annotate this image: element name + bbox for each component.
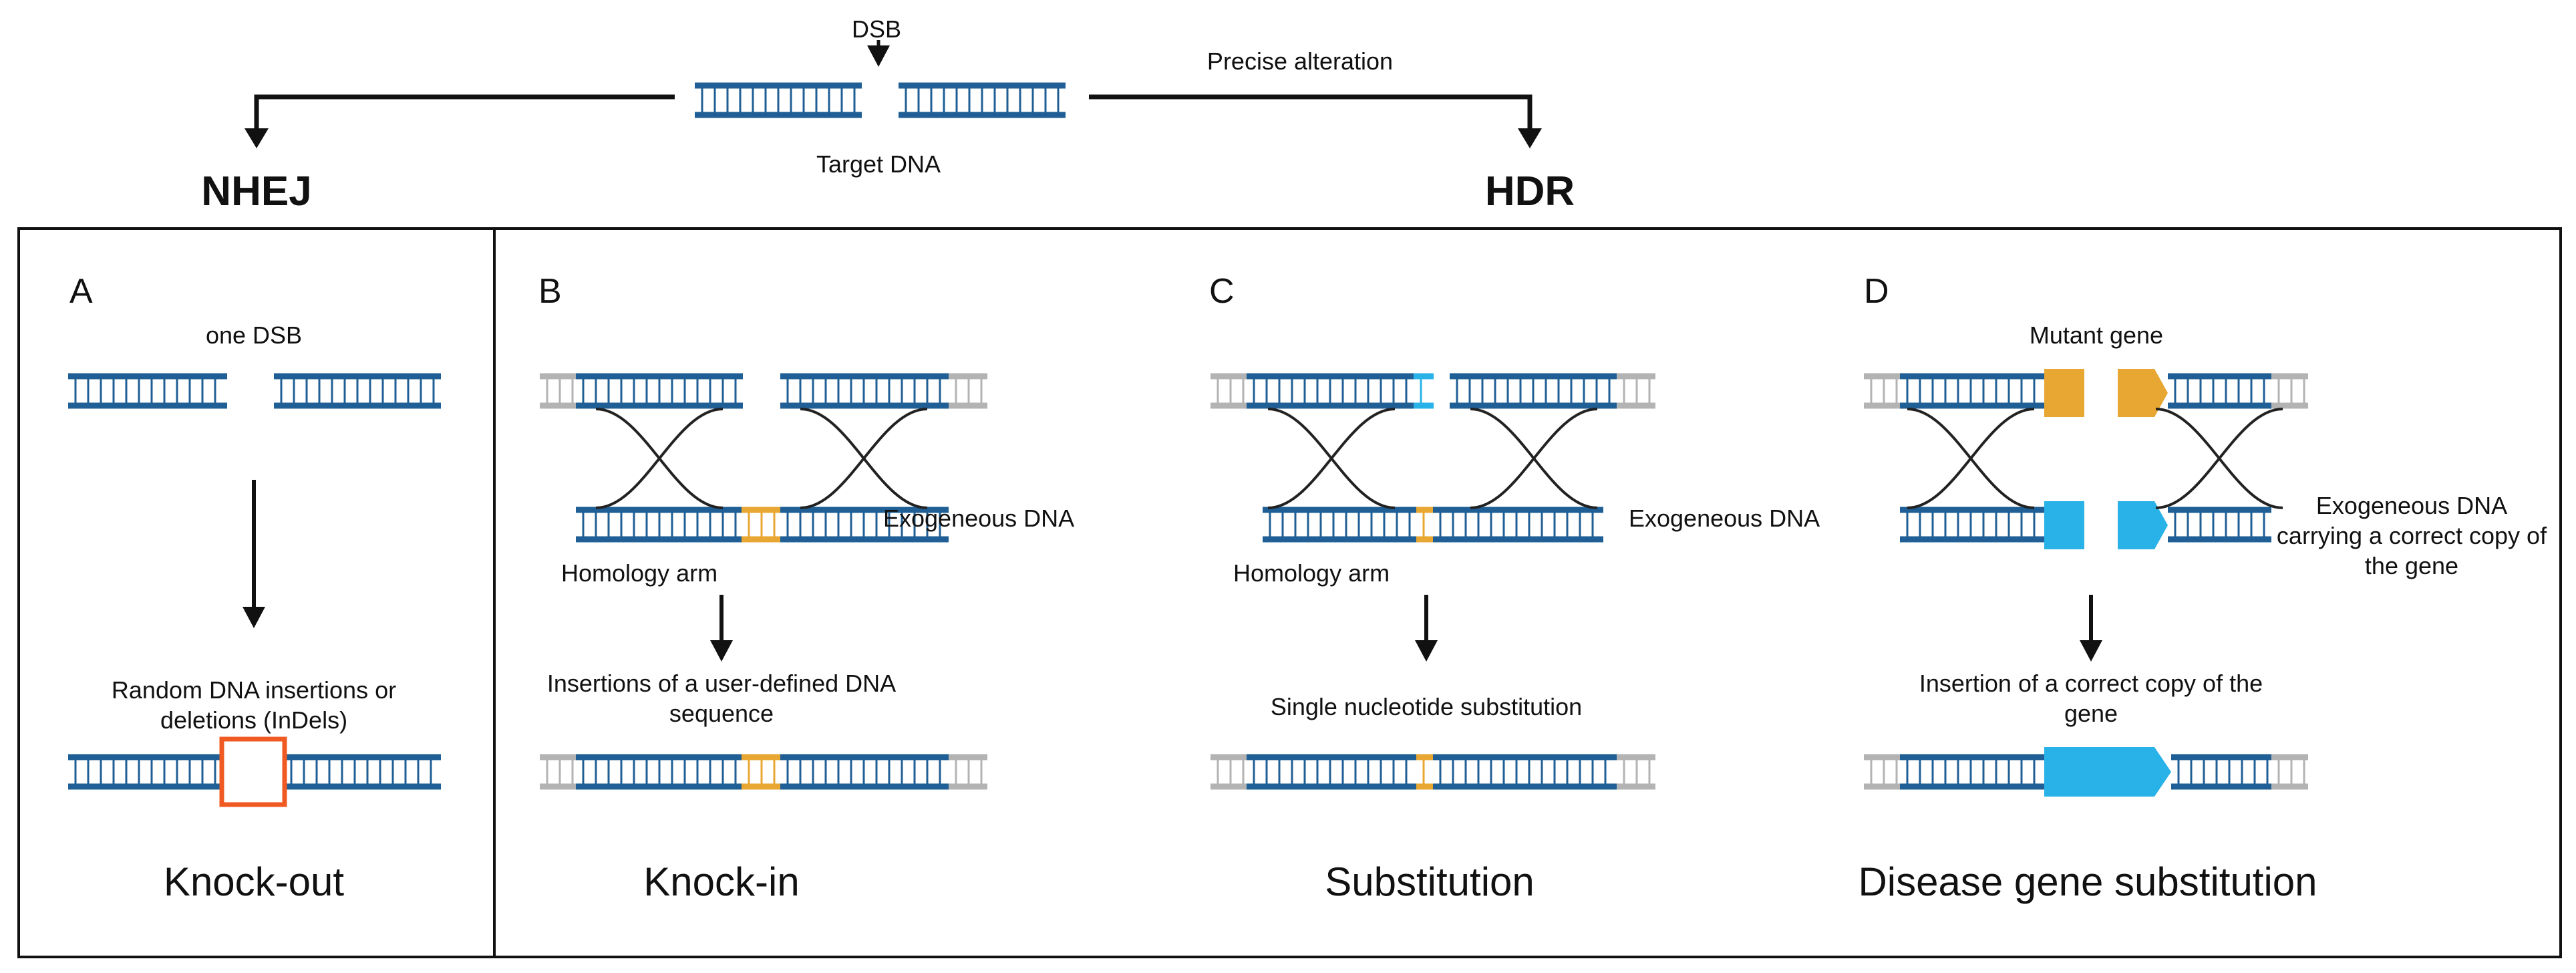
panel-c-result-flank-right bbox=[1617, 754, 1655, 790]
panel-c-result-right bbox=[1433, 754, 1617, 790]
panel-a-arrow-head bbox=[243, 607, 265, 628]
panel-c-crossover-left-b bbox=[1267, 408, 1396, 509]
panel-d-crossover-left-b bbox=[1907, 408, 2035, 509]
nhej-label: NHEJ bbox=[201, 168, 312, 215]
panel-b-target-flank-left bbox=[540, 373, 576, 409]
panel-d-result-left bbox=[1900, 754, 2044, 790]
hdr-arrowhead bbox=[1518, 128, 1542, 148]
panel-d-target-flank-right bbox=[2271, 373, 2308, 409]
panel-a-letter: A bbox=[69, 272, 93, 311]
panel-d-exo-left bbox=[1900, 507, 2044, 543]
panel-c-exo-sub bbox=[1416, 507, 1433, 543]
panel-b-target-right bbox=[780, 373, 949, 409]
panel-d-outcome: Insertion of a correct copy of the gene bbox=[1919, 670, 2263, 727]
panel-b-outcome: Insertions of a user-defined DNA sequenc… bbox=[546, 670, 897, 727]
panel-c-target-flank-right bbox=[1617, 373, 1655, 409]
panel-c-arm-label: Homology arm bbox=[1233, 559, 1390, 587]
panel-b-target-left bbox=[576, 373, 743, 409]
panel-d-result: Disease gene substitution bbox=[1858, 859, 2317, 904]
panel-b-letter: B bbox=[538, 272, 562, 311]
panel-d-result-gene bbox=[2044, 747, 2171, 797]
panel-d-result-flank-right bbox=[2271, 754, 2308, 790]
panel-d-result-right bbox=[2171, 754, 2271, 790]
hdr-label: HDR bbox=[1484, 168, 1575, 215]
panel-c-outcome: Single nucleotide substitution bbox=[1270, 693, 1583, 720]
outer-frame bbox=[17, 227, 2562, 958]
panel-c-arrow-head bbox=[1415, 640, 1438, 662]
panel-b-crossover-left-b bbox=[595, 408, 723, 509]
panel-b-exo-left bbox=[576, 507, 743, 543]
panel-b-exo-label: Exogeneous DNA bbox=[883, 505, 1075, 532]
panel-d-mutant-label: Mutant gene bbox=[2029, 321, 2164, 349]
panel-d-crossover-right-b bbox=[2155, 408, 2283, 509]
panel-d-mutant-gene-right bbox=[2118, 369, 2168, 417]
panel-a-indel-box bbox=[219, 736, 287, 807]
panel-c-result: Substitution bbox=[1325, 859, 1535, 904]
panel-d-mutant-gene-left bbox=[2044, 369, 2084, 417]
panel-c-target-flank-left bbox=[1211, 373, 1247, 409]
panel-b-exo-insert bbox=[742, 507, 780, 543]
hdr-connector bbox=[1089, 94, 1533, 131]
panel-c-result-left bbox=[1247, 754, 1416, 790]
dsb-label: DSB bbox=[851, 15, 902, 43]
panel-b-result-insert bbox=[742, 754, 780, 790]
panel-d-target-right bbox=[2168, 373, 2271, 409]
target-dna-label: Target DNA bbox=[816, 150, 941, 178]
panel-c-target-left bbox=[1247, 373, 1414, 409]
panel-b-result-left bbox=[576, 754, 743, 790]
panel-b-result-right bbox=[780, 754, 949, 790]
panel-c-target-right bbox=[1450, 373, 1617, 409]
precise-alteration-label: Precise alteration bbox=[1206, 47, 1394, 75]
panel-d-exo-label: Exogeneous DNA carrying a correct copy o… bbox=[2276, 492, 2547, 579]
panel-a-dna-left bbox=[68, 373, 227, 409]
target-dna-right bbox=[899, 82, 1066, 118]
panel-c-target-tint bbox=[1414, 373, 1434, 409]
panel-a-dsb-label: one DSB bbox=[205, 321, 303, 349]
panel-b-arm-label: Homology arm bbox=[561, 559, 718, 587]
panel-c-crossover-right-b bbox=[1470, 408, 1598, 509]
panel-c-letter: C bbox=[1209, 272, 1235, 311]
nhej-connector bbox=[254, 94, 675, 131]
panel-b-result: Knock-in bbox=[643, 859, 800, 904]
panel-a-result: Knock-out bbox=[163, 859, 345, 904]
dsb-arrow-head bbox=[867, 45, 890, 67]
panel-b-result-flank-right bbox=[949, 754, 987, 790]
panel-d-letter: D bbox=[1864, 272, 1889, 311]
panel-c-exo-label: Exogeneous DNA bbox=[1629, 505, 1820, 532]
panel-d-arrow-head bbox=[2080, 640, 2102, 662]
panel-b-result-flank-left bbox=[540, 754, 576, 790]
panel-d-result-flank-left bbox=[1864, 754, 1900, 790]
panel-c-result-sub bbox=[1416, 754, 1433, 790]
panel-b-target-flank-right bbox=[949, 373, 987, 409]
panel-c-exo-left bbox=[1263, 507, 1416, 543]
target-dna-left bbox=[695, 82, 862, 118]
panel-b-exo-right bbox=[780, 507, 949, 543]
panel-c-result-flank-left bbox=[1211, 754, 1247, 790]
panel-d-target-flank-left bbox=[1864, 373, 1900, 409]
panel-d-correct-gene-right bbox=[2118, 501, 2168, 549]
panel-d-exo-right bbox=[2168, 507, 2271, 543]
panel-d-correct-gene-left bbox=[2044, 501, 2084, 549]
panel-b-crossover-right-b bbox=[800, 408, 928, 509]
panel-a-dna-right bbox=[274, 373, 441, 409]
panel-b-arrow-head bbox=[710, 640, 733, 662]
panel-c-exo-right bbox=[1433, 507, 1603, 543]
panel-a-outcome: Random DNA insertions or deletions (InDe… bbox=[111, 676, 397, 734]
nhej-arrowhead bbox=[245, 128, 269, 148]
panel-d-target-left bbox=[1900, 373, 2044, 409]
